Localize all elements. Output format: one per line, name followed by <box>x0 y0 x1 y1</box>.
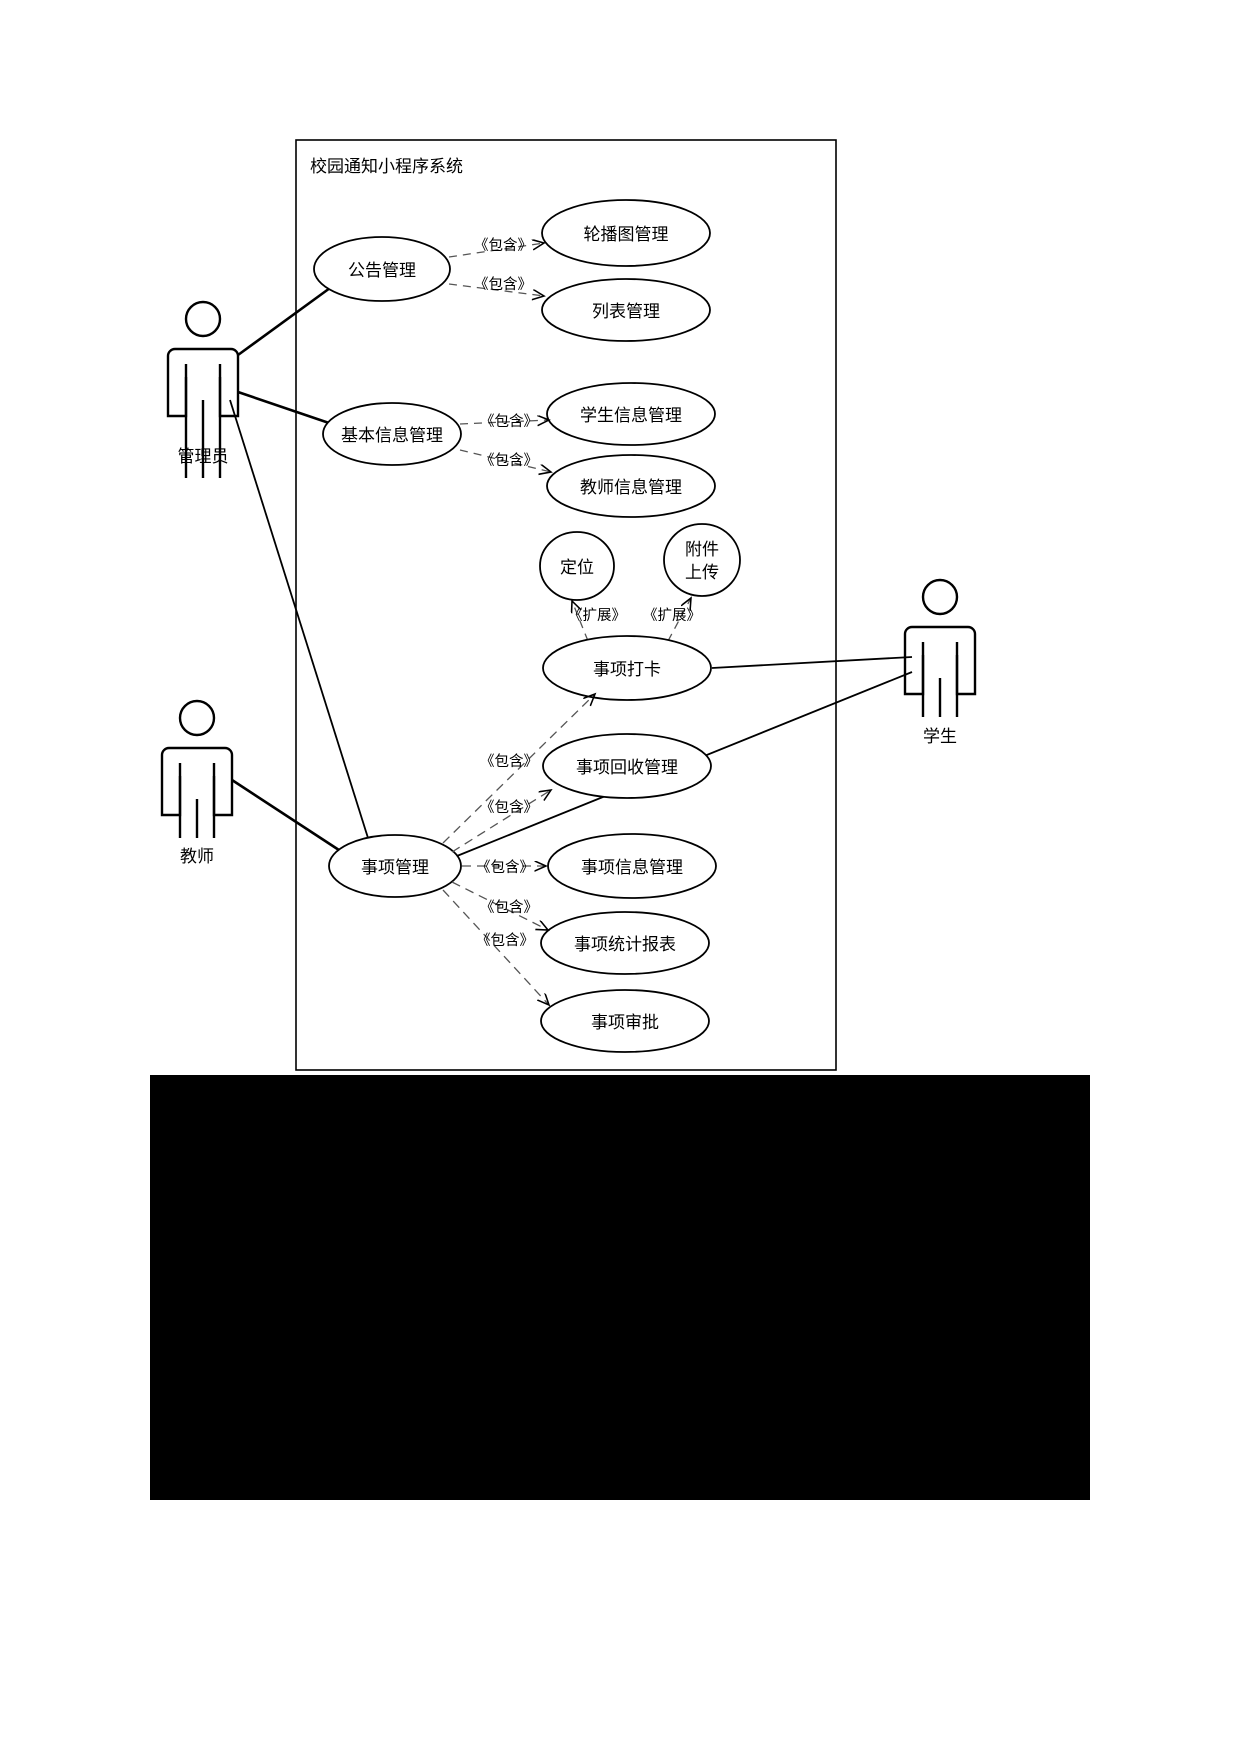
usecase-baseinfo-label: 基本信息管理 <box>341 426 443 446</box>
usecase-report[interactable]: 事项统计报表 <box>540 911 710 975</box>
extend-label-checkin-attachment: 《扩展》 <box>643 607 701 624</box>
usecase-checkin-label: 事项打卡 <box>593 660 661 680</box>
usecase-carousel-label: 轮播图管理 <box>584 225 669 245</box>
usecase-recycle-label: 事项回收管理 <box>576 758 678 778</box>
usecase-announce[interactable]: 公告管理 <box>313 236 451 302</box>
usecase-attachment-upload-label-line1: 附件 <box>685 540 719 560</box>
usecase-announce-shape <box>313 236 451 302</box>
usecase-attachment-upload-label-line2: 上传 <box>685 563 719 583</box>
usecase-attachment-upload[interactable]: 附件 上传 <box>663 523 741 597</box>
usecase-checkin[interactable]: 事项打卡 <box>542 635 712 701</box>
assoc-student-checkin <box>711 656 913 669</box>
usecase-baseinfo[interactable]: 基本信息管理 <box>322 402 462 466</box>
assoc-admin-baseinfo <box>237 390 333 426</box>
actor-admin[interactable]: 管理员 <box>166 300 240 478</box>
actor-student-label: 学生 <box>923 727 957 747</box>
usecase-announce-label: 公告管理 <box>348 261 416 281</box>
usecase-approval-label: 事项审批 <box>591 1013 659 1033</box>
include-baseinfo-teacherinfo <box>459 449 551 472</box>
usecase-baseinfo-shape <box>322 402 462 466</box>
include-label-itemmgmt-checkin: 《包含》 <box>480 753 538 770</box>
usecase-list[interactable]: 列表管理 <box>541 278 711 342</box>
include-announce-list <box>448 283 544 296</box>
usecase-report-shape <box>540 911 710 975</box>
actor-admin-head <box>184 300 222 338</box>
include-itemmgmt-approval <box>442 889 549 1005</box>
usecase-report-label: 事项统计报表 <box>574 935 676 955</box>
usecase-teacherinfo-label: 教师信息管理 <box>580 478 682 498</box>
usecase-list-label: 列表管理 <box>592 302 660 322</box>
include-label-announce-carousel: 《包含》 <box>474 237 532 254</box>
actor-admin-label: 管理员 <box>178 447 229 467</box>
include-label-itemmgmt-approval: 《包含》 <box>476 932 534 949</box>
usecase-list-shape <box>541 278 711 342</box>
usecase-location-label: 定位 <box>560 558 594 578</box>
usecase-carousel[interactable]: 轮播图管理 <box>541 199 711 267</box>
bottom-black-block <box>150 1075 1090 1500</box>
extend-label-checkin-location: 《扩展》 <box>568 607 626 624</box>
include-label-itemmgmt-iteminfo: 《包含》 <box>476 859 534 876</box>
usecase-attachment-upload-shape <box>663 523 741 597</box>
usecase-teacherinfo[interactable]: 教师信息管理 <box>546 454 716 518</box>
usecase-approval[interactable]: 事项审批 <box>540 989 710 1053</box>
include-itemmgmt-report <box>451 881 548 930</box>
extend-checkin-location <box>572 601 589 642</box>
actor-teacher-body <box>160 746 234 817</box>
assoc-teacher-itemmgmt <box>231 778 343 854</box>
usecase-recycle[interactable]: 事项回收管理 <box>542 733 712 799</box>
actor-student[interactable]: 学生 <box>903 578 977 747</box>
usecase-iteminfo-shape <box>547 833 717 899</box>
usecase-approval-shape <box>540 989 710 1053</box>
actor-teacher[interactable]: 教师 <box>160 699 234 867</box>
include-announce-carousel <box>448 243 544 258</box>
usecase-checkin-shape <box>542 635 712 701</box>
actor-teacher-label: 教师 <box>180 847 214 867</box>
usecase-iteminfo[interactable]: 事项信息管理 <box>547 833 717 899</box>
usecase-recycle-shape <box>542 733 712 799</box>
include-itemmgmt-checkin <box>442 694 595 844</box>
usecase-studentinfo-label: 学生信息管理 <box>580 406 682 426</box>
actor-teacher-head <box>178 699 216 737</box>
usecase-location[interactable]: 定位 <box>539 531 615 601</box>
usecase-teacherinfo-shape <box>546 454 716 518</box>
assoc-admin-itemmgmt <box>229 399 369 839</box>
usecase-itemmgmt[interactable]: 事项管理 <box>328 834 462 898</box>
usecase-studentinfo[interactable]: 学生信息管理 <box>546 382 716 446</box>
usecase-itemmgmt-shape <box>328 834 462 898</box>
include-label-announce-list: 《包含》 <box>474 276 532 293</box>
usecase-studentinfo-shape <box>546 382 716 446</box>
include-label-itemmgmt-report: 《包含》 <box>480 899 538 916</box>
system-boundary-title: 校园通知小程序系统 <box>310 157 463 177</box>
include-baseinfo-studentinfo <box>459 420 549 424</box>
usecase-carousel-shape <box>541 199 711 267</box>
usecase-iteminfo-label: 事项信息管理 <box>581 858 683 878</box>
include-label-baseinfo-studentinfo: 《包含》 <box>480 413 538 430</box>
include-itemmgmt-recycle <box>451 790 551 853</box>
include-label-itemmgmt-recycle: 《包含》 <box>480 799 538 816</box>
include-label-baseinfo-teacherinfo: 《包含》 <box>480 452 538 469</box>
actor-student-head <box>921 578 959 616</box>
actor-student-body <box>903 625 977 696</box>
usecase-itemmgmt-label: 事项管理 <box>361 858 429 878</box>
assoc-admin-announce <box>237 286 331 357</box>
